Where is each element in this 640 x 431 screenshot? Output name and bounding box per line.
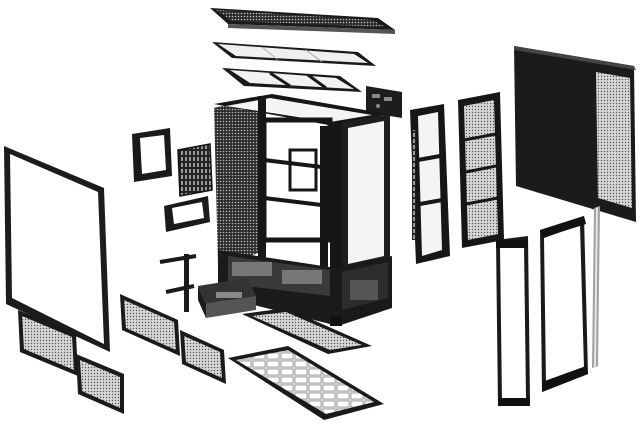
front-glass-panel	[496, 236, 530, 406]
io-module	[366, 86, 402, 118]
bottom-side-vent-panels	[120, 294, 226, 384]
gpu-support-bracket	[159, 254, 197, 312]
front-fan-bracket	[410, 104, 450, 264]
left-bottom-vent-panels	[18, 310, 124, 414]
left-glass-panel	[4, 146, 110, 352]
drive-cage	[198, 278, 256, 318]
right-side-panel	[514, 46, 636, 222]
top-dust-filter	[212, 42, 376, 66]
top-mesh-cover	[210, 8, 395, 34]
pci-slot-covers	[177, 143, 213, 197]
corner-glass-panel	[540, 216, 588, 392]
rear-pci-bracket	[132, 128, 172, 182]
rear-io-shield	[164, 196, 210, 232]
top-fan-bracket	[222, 68, 362, 92]
bottom-dust-filter	[242, 308, 372, 354]
bottom-grille	[228, 346, 384, 420]
pillar-strip	[592, 206, 600, 368]
front-filter-frame	[458, 92, 504, 248]
main-chassis	[214, 94, 392, 326]
